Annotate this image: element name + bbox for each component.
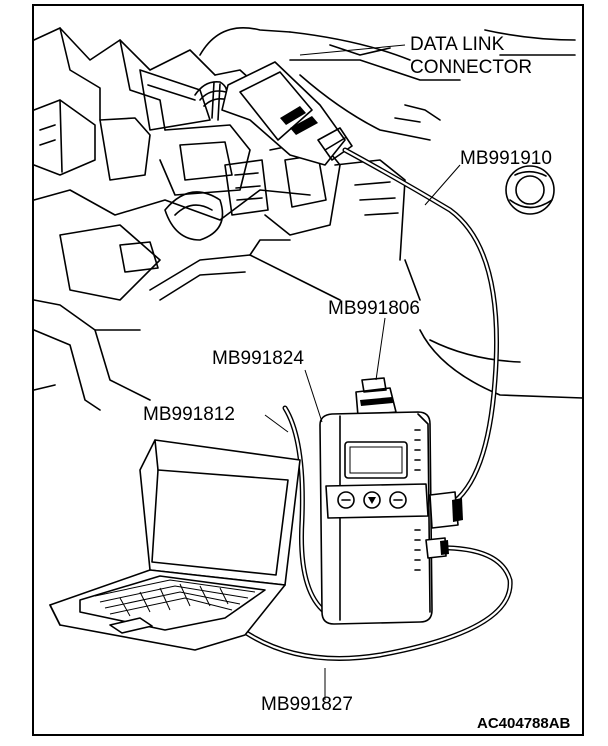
label-data-link-line1: DATA LINK: [410, 34, 505, 55]
cable-mb991812: [282, 405, 328, 615]
dashboard-illustration: [33, 26, 584, 411]
data-link-connector: [221, 61, 353, 166]
dash-dial: [505, 165, 555, 215]
label-mb991812: MB991812: [143, 404, 235, 425]
laptop-pc: [49, 439, 301, 651]
cable-mb991824-rs232: [242, 545, 513, 661]
cable-mb991910: [342, 147, 500, 508]
label-data-link-line2: CONNECTOR: [410, 57, 532, 78]
label-mb991824: MB991824: [212, 348, 304, 369]
figure-code: AC404788AB: [477, 715, 571, 732]
vci-unit: [319, 377, 463, 625]
label-mb991806: MB991806: [328, 298, 420, 319]
label-mb991827: MB991827: [261, 694, 353, 715]
label-mb991910: MB991910: [460, 148, 552, 169]
leader-lines: [264, 44, 461, 700]
